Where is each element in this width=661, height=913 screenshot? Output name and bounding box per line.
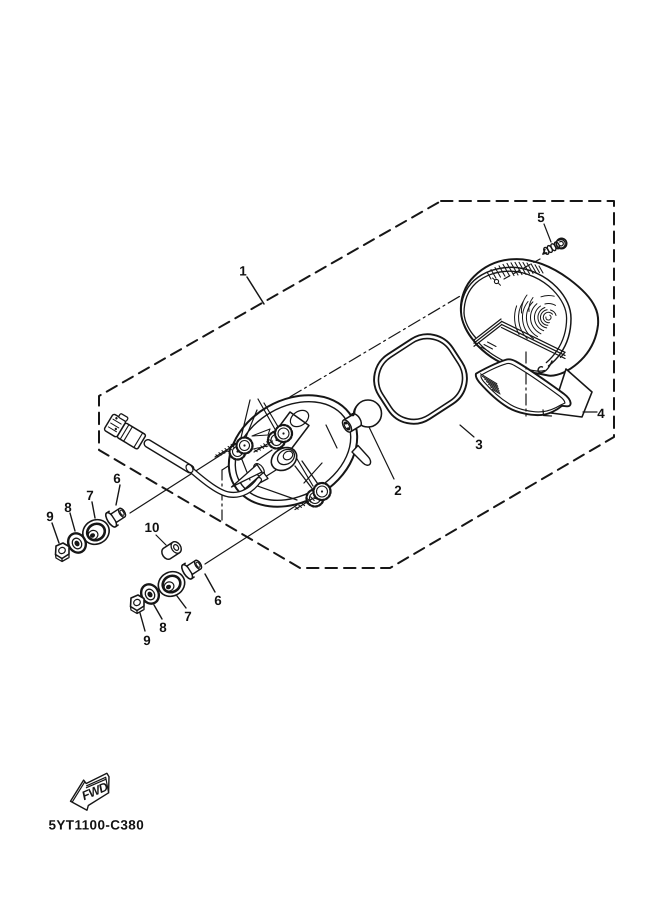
svg-text:8: 8 <box>159 620 167 635</box>
svg-text:2: 2 <box>394 483 401 498</box>
svg-text:5YT1100-C380: 5YT1100-C380 <box>49 818 145 833</box>
svg-text:6: 6 <box>214 593 221 608</box>
svg-text:6: 6 <box>113 471 120 486</box>
svg-text:5: 5 <box>537 210 545 225</box>
svg-text:7: 7 <box>184 609 191 624</box>
svg-text:9: 9 <box>143 633 150 648</box>
svg-text:9: 9 <box>46 509 53 524</box>
svg-text:8: 8 <box>64 500 72 515</box>
svg-text:4: 4 <box>597 406 605 421</box>
svg-text:1: 1 <box>239 263 247 278</box>
svg-text:10: 10 <box>145 520 160 535</box>
svg-text:7: 7 <box>86 488 93 503</box>
svg-text:3: 3 <box>475 437 482 452</box>
